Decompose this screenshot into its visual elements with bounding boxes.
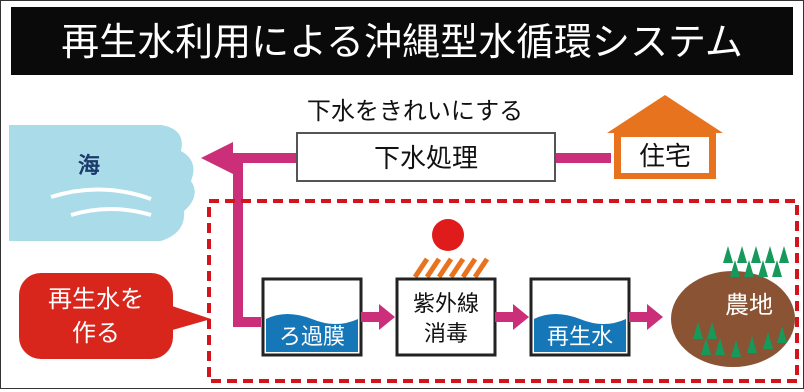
sewage-box (296, 132, 556, 182)
reclaimed-label: 再生水 (547, 325, 613, 350)
reuse-area-border (207, 199, 799, 383)
callout-line-2: 作る (72, 319, 120, 347)
arrow-head (379, 304, 395, 330)
farm-field (671, 271, 795, 367)
filter-label: ろ過膜 (279, 325, 345, 350)
sun-icon (432, 219, 464, 251)
house-label: 住宅 (639, 142, 691, 172)
diagram-title: 再生水利用による沖縄型水循環システム (61, 20, 743, 64)
callout-tail (169, 305, 211, 331)
arrow-head-to-sea (201, 142, 233, 174)
sea-shape (9, 125, 195, 241)
caption-top: 下水をきれいにする (307, 97, 523, 125)
title-bar (11, 7, 793, 75)
callout-line-1: 再生水を (48, 285, 144, 313)
wave-line (50, 187, 152, 201)
uv-rays-icon (412, 257, 490, 279)
uv-label-line-2: 消毒 (424, 322, 468, 347)
house-panel (621, 137, 709, 173)
arrow-head (513, 304, 529, 330)
wave-line (70, 207, 152, 217)
arrow-reclaimed-to-farm (629, 312, 649, 322)
arrow-head (647, 304, 663, 330)
branch-to-filter (233, 317, 261, 327)
branch-down-line (233, 153, 243, 327)
house-roof (607, 95, 723, 133)
reclaimed-water (534, 314, 626, 352)
farm-label: 農地 (725, 291, 773, 319)
sewage-label: 下水処理 (374, 144, 478, 174)
uv-box (395, 277, 497, 357)
filter-water (266, 314, 358, 352)
uv-label-line-1: 紫外線 (413, 292, 479, 317)
arrow-filter-to-uv (361, 312, 381, 322)
callout-bubble (19, 273, 173, 359)
sea-label: 海 (78, 153, 100, 179)
arrow-uv-to-reclaimed (495, 312, 515, 322)
crop-trees-icon (693, 246, 789, 357)
arrow-house-to-sewage (556, 153, 611, 163)
arrow-sewage-to-sea (231, 153, 296, 163)
